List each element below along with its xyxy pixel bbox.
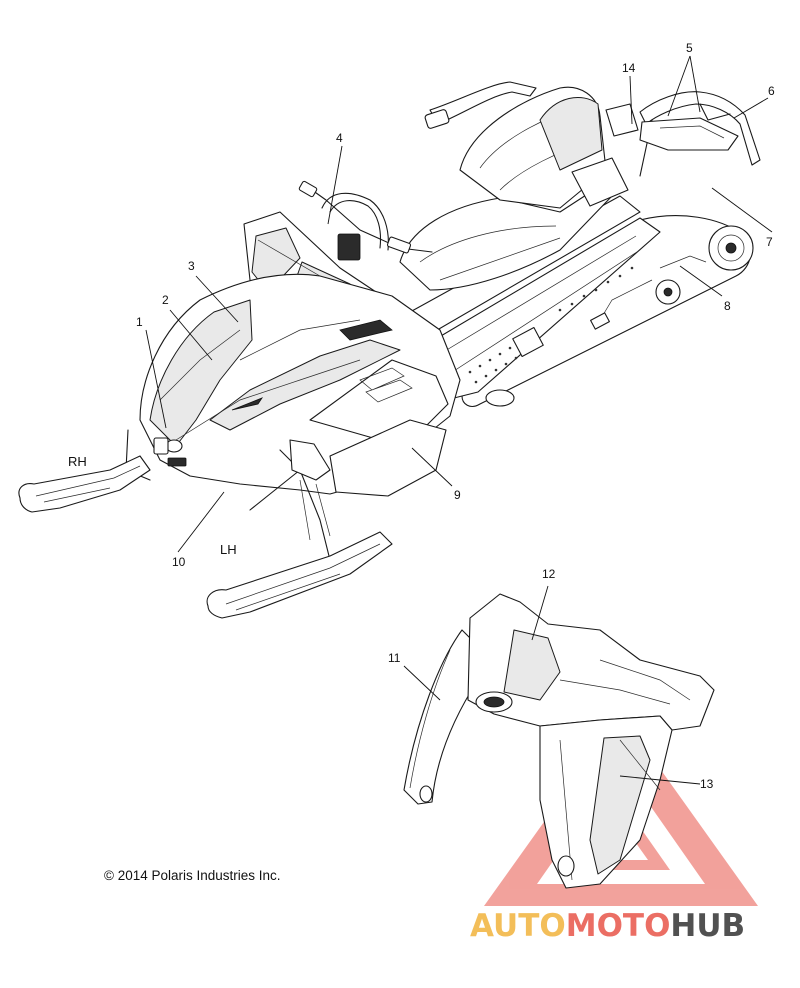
callout-9: 9 xyxy=(454,488,461,502)
callout-10: 10 xyxy=(172,555,186,569)
snowmobile-assembly xyxy=(18,81,761,619)
watermark-part-moto: MOTO xyxy=(566,908,671,944)
callout-3: 3 xyxy=(188,259,195,273)
side-panel-detail xyxy=(403,593,715,889)
callout-12: 12 xyxy=(542,567,556,581)
callout-11: 11 xyxy=(388,651,401,665)
callout-14: 14 xyxy=(622,61,636,75)
callout-5: 5 xyxy=(686,41,693,55)
callout-13: 13 xyxy=(700,777,714,791)
callout-4: 4 xyxy=(336,131,343,145)
watermark-part-auto: AUTO xyxy=(470,908,566,944)
callout-labels: 1 2 3 4 5 6 7 8 9 10 11 12 13 14 xyxy=(136,41,775,791)
callout-7: 7 xyxy=(766,235,773,249)
copyright-text: © 2014 Polaris Industries Inc. xyxy=(104,868,281,883)
callout-6: 6 xyxy=(768,84,775,98)
callout-2: 2 xyxy=(162,293,169,307)
svg-text:AUTOMOTOHUB: AUTOMOTOHUB xyxy=(470,908,745,944)
callout-1: 1 xyxy=(136,315,143,329)
leader-lines xyxy=(145,55,773,785)
watermark-wordmark: AUTOMOTOHUB xyxy=(470,908,745,944)
side-label-rh: RH xyxy=(68,454,87,469)
callout-8: 8 xyxy=(724,299,731,313)
side-label-lh: LH xyxy=(220,542,237,557)
watermark-part-hub: HUB xyxy=(670,908,745,944)
